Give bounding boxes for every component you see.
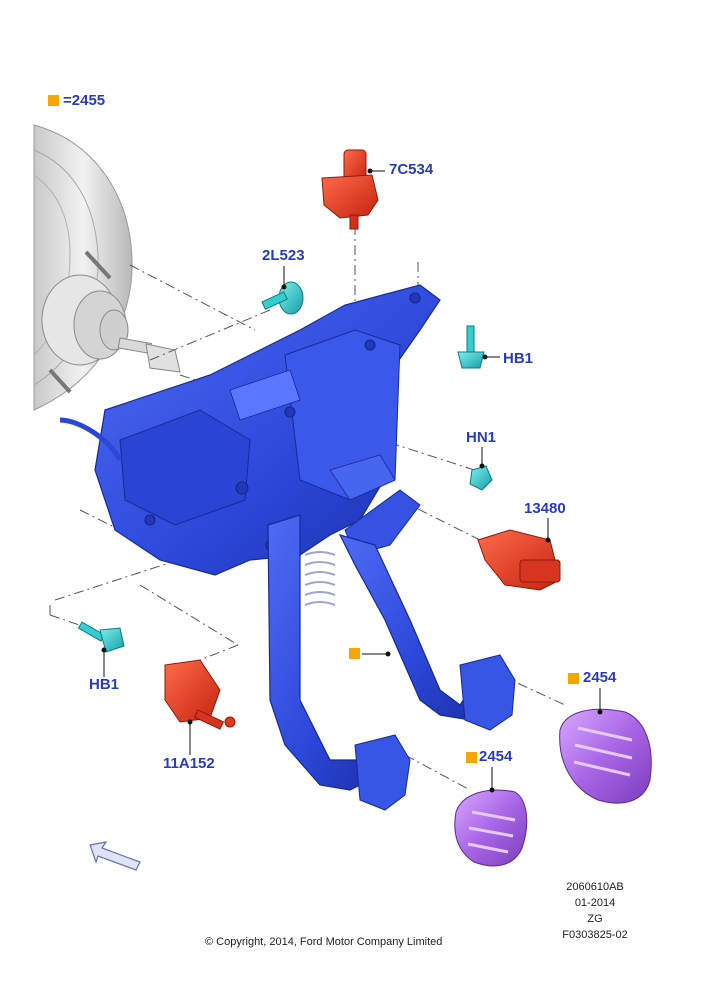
label-2l523: 2L523 bbox=[262, 247, 305, 264]
switch-13480 bbox=[477, 529, 561, 591]
label-hn1: HN1 bbox=[466, 429, 497, 446]
orange-marker-icon bbox=[568, 673, 579, 684]
view-direction-arrow-icon bbox=[89, 841, 141, 871]
callout-lines bbox=[101, 168, 603, 793]
legend-equals: = bbox=[63, 92, 72, 109]
stud-2l523 bbox=[261, 281, 304, 315]
pedal-pad-right bbox=[559, 708, 652, 804]
return-spring bbox=[304, 551, 336, 606]
nut-hn1 bbox=[469, 465, 493, 491]
meta-line-1: 2060610AB bbox=[566, 881, 624, 893]
pedal-pad-center bbox=[454, 789, 528, 867]
label-11a152: 11A152 bbox=[163, 755, 215, 772]
booster-pushrod bbox=[41, 250, 181, 394]
orange-marker-icon bbox=[48, 95, 59, 106]
pedal-box-assembly bbox=[59, 284, 516, 811]
meta-line-4: F0303825-02 bbox=[562, 929, 628, 941]
switch-7c534 bbox=[321, 149, 379, 230]
bolt-hb1-right bbox=[457, 325, 485, 369]
copyright: © Copyright, 2014, Ford Motor Company Li… bbox=[205, 936, 443, 948]
orange-marker-icon bbox=[466, 752, 477, 763]
bolt-hb1-left bbox=[77, 621, 125, 653]
meta-line-2: 01-2014 bbox=[574, 897, 616, 909]
orange-marker-icon bbox=[349, 648, 360, 659]
label-7c534: 7C534 bbox=[389, 161, 434, 178]
legend-2455: =2455 bbox=[48, 92, 105, 109]
label-hb1-left: HB1 bbox=[89, 676, 120, 693]
brake-booster bbox=[33, 124, 181, 411]
meta-line-3: ZG bbox=[587, 913, 603, 925]
label-13480: 13480 bbox=[524, 500, 566, 517]
label-hb1-right: HB1 bbox=[503, 350, 534, 367]
label-2454-center: 2454 bbox=[479, 748, 513, 765]
legend-part-number: 2455 bbox=[71, 92, 106, 109]
label-2454-right: 2454 bbox=[583, 669, 617, 686]
switch-11a152 bbox=[164, 659, 236, 730]
drawing-metadata: 2060610AB 01-2014 ZG F0303825-02 bbox=[545, 879, 645, 943]
